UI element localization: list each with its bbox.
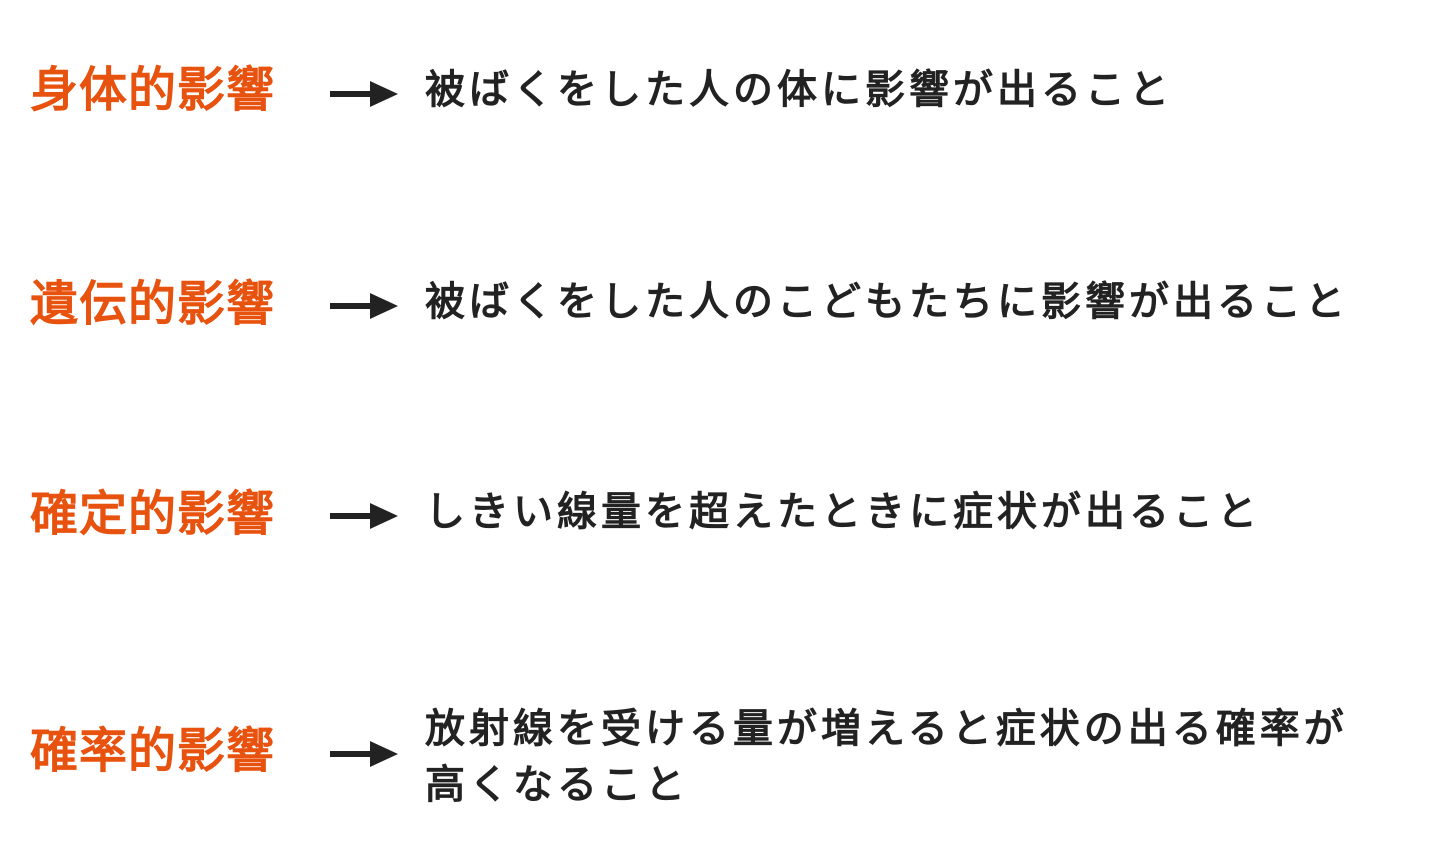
definition-text: 放射線を受ける量が増えると症状の出る確率が 高くなること [425, 701, 1385, 813]
definition-text: 被ばくをした人のこどもたちに影響が出ること [425, 274, 1385, 330]
term-label: 確率的影響 [30, 723, 276, 779]
right-arrow-icon [330, 741, 398, 767]
definition-line: 放射線を受ける量が増えると症状の出る確率が [425, 706, 1348, 752]
right-arrow-icon [330, 293, 398, 319]
definition-line: 被ばくをした人のこどもたちに影響が出ること [425, 279, 1349, 325]
definition-text: 被ばくをした人の体に影響が出ること [425, 62, 1385, 118]
right-arrow-icon [330, 81, 398, 107]
definition-line: 高くなること [425, 762, 689, 808]
definition-text: しきい線量を超えたときに症状が出ること [425, 484, 1385, 540]
definition-line: しきい線量を超えたときに症状が出ること [425, 489, 1261, 535]
term-label: 身体的影響 [30, 62, 276, 118]
term-label: 確定的影響 [30, 486, 276, 542]
term-label: 遺伝的影響 [30, 276, 276, 332]
definition-line: 被ばくをした人の体に影響が出ること [425, 67, 1173, 113]
right-arrow-icon [330, 503, 398, 529]
